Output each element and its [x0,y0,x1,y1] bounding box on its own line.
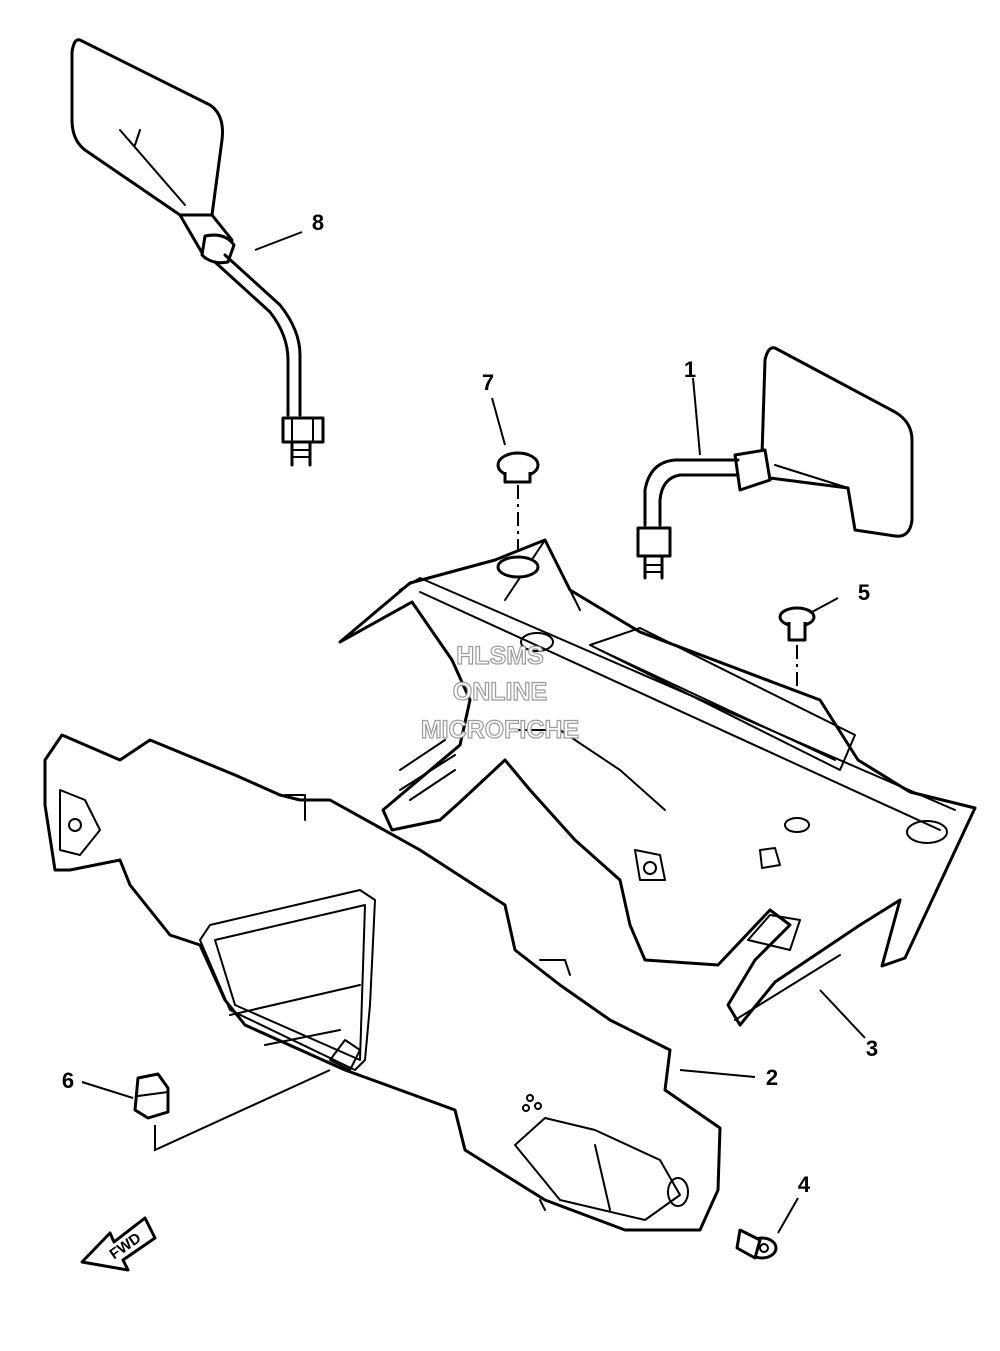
callout-3: 3 [866,1036,878,1061]
plug-cap-part-7[interactable] [496,451,540,560]
watermark-line-3: MICROFICHE [421,716,579,744]
callout-6: 6 [62,1068,74,1093]
outer-cover-part-2[interactable] [43,733,722,1232]
callout-1: 1 [684,357,696,382]
callout-2: 2 [766,1065,778,1090]
watermark-line-2: ONLINE [453,678,547,706]
fwd-arrow-icon: FWD [80,1216,157,1272]
callout-leaders [81,231,866,1234]
watermark-line-1: HLSMS [456,642,544,670]
callout-5: 5 [858,580,870,605]
inner-cover-part-3[interactable] [338,538,977,1027]
callout-4: 4 [798,1172,811,1197]
bolt-part-4[interactable] [735,1228,778,1260]
callout-7: 7 [482,370,494,395]
nut-part-6[interactable] [133,1069,331,1152]
right-mirror-part-1[interactable] [636,346,914,580]
watermark: HLSMS ONLINE MICROFICHE [420,641,580,744]
left-mirror-part-8[interactable] [70,38,325,467]
callout-8: 8 [312,210,324,235]
